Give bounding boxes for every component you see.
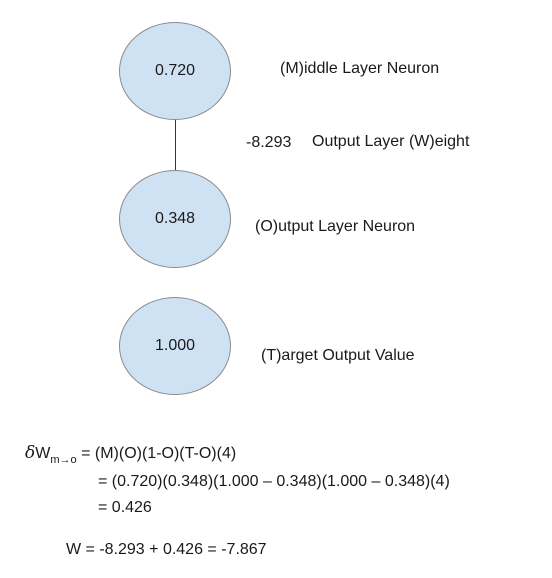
output-neuron-value: 0.348 — [154, 210, 196, 227]
middle-neuron-value: 0.720 — [154, 62, 196, 79]
weight-label: Output Layer (W)eight — [312, 133, 470, 150]
equation-line-3: = 0.426 — [98, 499, 152, 516]
equation-line-2: = (0.720)(0.348)(1.000 – 0.348)(1.000 – … — [98, 473, 450, 490]
weight-letter: W — [35, 445, 51, 462]
final-weight-equation: W = -8.293 + 0.426 = -7.867 — [66, 541, 267, 558]
equation-line-1: = (M)(O)(1-O)(T-O)(4) — [81, 445, 237, 462]
output-neuron-node: 0.348 — [119, 170, 231, 268]
target-label: (T)arget Output Value — [261, 347, 415, 364]
weight-subscript: m→o — [50, 454, 77, 466]
target-value: 1.000 — [154, 337, 196, 354]
middle-neuron-node: 0.720 — [119, 22, 231, 120]
middle-neuron-label: (M)iddle Layer Neuron — [280, 60, 440, 77]
weight-value: -8.293 — [246, 134, 292, 151]
target-node: 1.000 — [119, 297, 231, 395]
delta-symbol: δ — [25, 443, 36, 463]
delta-weight-equation: δWm→o = (M)(O)(1-O)(T-O)(4) — [25, 443, 237, 466]
weight-connector-line — [175, 119, 176, 170]
output-neuron-label: (O)utput Layer Neuron — [255, 218, 416, 235]
